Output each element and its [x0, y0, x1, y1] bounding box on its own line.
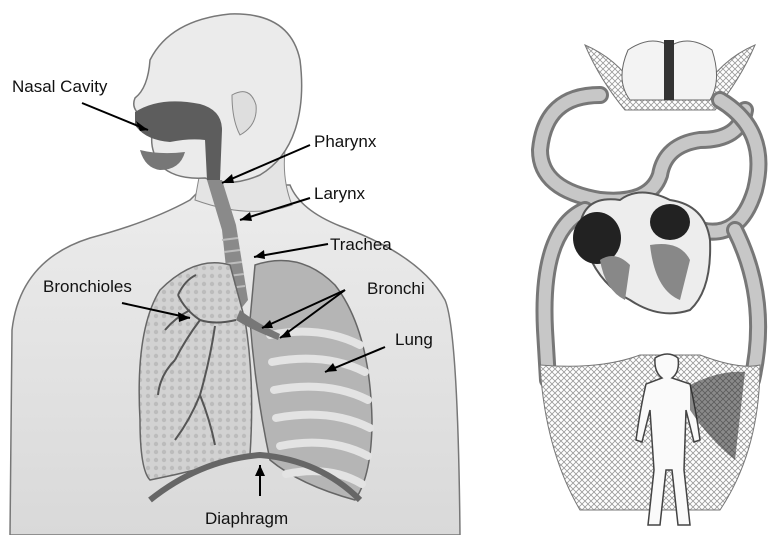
label-pharynx: Pharynx [314, 133, 376, 150]
label-bronchi: Bronchi [367, 280, 425, 297]
label-bronchioles: Bronchioles [43, 278, 132, 295]
label-trachea: Trachea [330, 236, 392, 253]
heart-chamber-right [650, 204, 690, 240]
label-lung: Lung [395, 331, 433, 348]
label-nasal-cavity: Nasal Cavity [12, 78, 107, 95]
label-larynx: Larynx [314, 185, 365, 202]
lung-vessel [664, 40, 674, 100]
label-diaphragm: Diaphragm [205, 510, 288, 527]
